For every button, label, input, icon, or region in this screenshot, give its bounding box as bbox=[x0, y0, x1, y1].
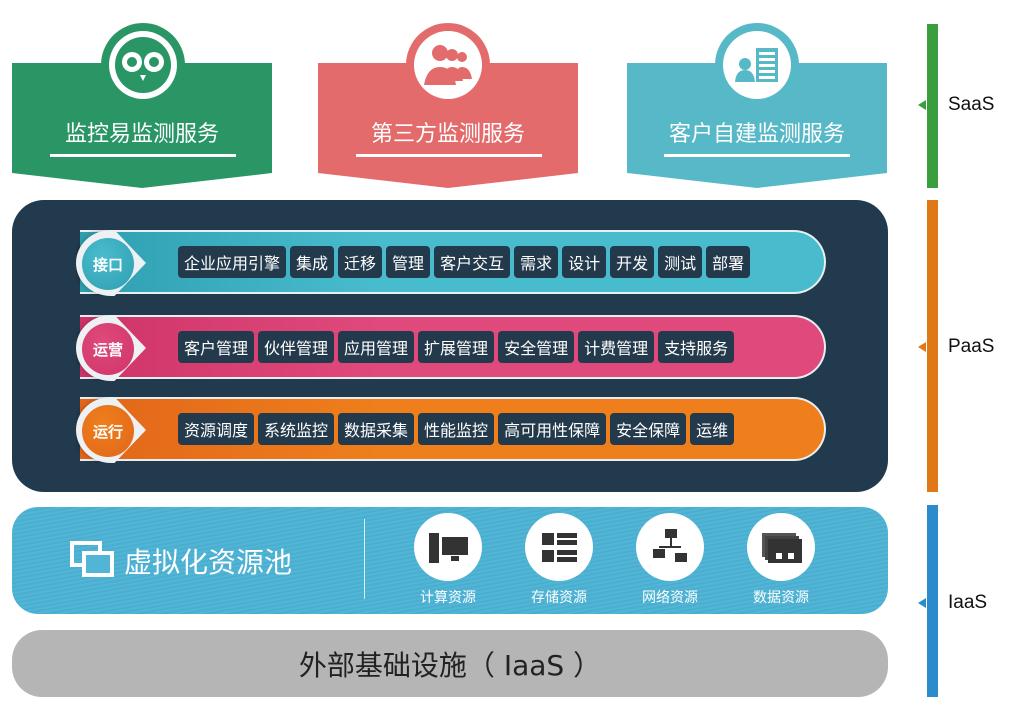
resource-label: 数据资源 bbox=[753, 590, 809, 606]
feature-tag[interactable]: 迁移 bbox=[338, 246, 383, 278]
network-icon bbox=[636, 513, 704, 581]
resource-item[interactable]: 数据资源 bbox=[731, 513, 831, 607]
pointer-icon bbox=[918, 598, 926, 608]
iaas-layer-bar bbox=[927, 505, 938, 697]
feature-tag[interactable]: 支持服务 bbox=[658, 331, 735, 363]
feature-tag[interactable]: 资源调度 bbox=[178, 413, 255, 445]
pointer-icon bbox=[918, 100, 926, 110]
data-icon bbox=[747, 513, 815, 581]
feature-tag[interactable]: 性能监控 bbox=[418, 413, 495, 445]
resource-label: 网络资源 bbox=[642, 590, 698, 606]
banner-title: 客户自建监测服务 bbox=[668, 122, 845, 147]
banner-title: 监控易监测服务 bbox=[64, 122, 219, 147]
resource-item[interactable]: 计算资源 bbox=[398, 513, 498, 607]
external-infrastructure: 外部基础设施（ IaaS ） bbox=[12, 630, 888, 697]
tag-list: 客户管理伙伴管理应用管理扩展管理安全管理计费管理支持服务 bbox=[178, 331, 735, 363]
feature-tag[interactable]: 计费管理 bbox=[578, 331, 655, 363]
paas-panel: 接口 企业应用引擎集成迁移管理客户交互需求设计开发测试部署运营 客户管理伙伴管理应用… bbox=[12, 200, 888, 492]
divider bbox=[364, 519, 365, 599]
feature-tag[interactable]: 部署 bbox=[706, 246, 751, 278]
feature-tag[interactable]: 安全管理 bbox=[498, 331, 575, 363]
feature-tag[interactable]: 设计 bbox=[562, 246, 607, 278]
resource-pool-title: 虚拟化资源池 bbox=[124, 546, 293, 579]
virtual-windows-icon bbox=[70, 541, 114, 577]
feature-tag[interactable]: 集成 bbox=[290, 246, 335, 278]
feature-tag[interactable]: 安全保障 bbox=[610, 413, 687, 445]
feature-tag[interactable]: 企业应用引擎 bbox=[178, 246, 287, 278]
feature-tag[interactable]: 伙伴管理 bbox=[258, 331, 335, 363]
row-label: 运营 bbox=[82, 323, 134, 375]
resource-item[interactable]: 存储资源 bbox=[509, 513, 609, 607]
resource-item[interactable]: 网络资源 bbox=[620, 513, 720, 607]
saas-layer-label: SaaS bbox=[948, 94, 995, 115]
paas-row: 接口 企业应用引擎集成迁移管理客户交互需求设计开发测试部署 bbox=[76, 230, 826, 296]
saas-layer-bar bbox=[927, 24, 938, 188]
computer-icon bbox=[414, 513, 482, 581]
divider bbox=[356, 154, 542, 157]
storage-icon bbox=[525, 513, 593, 581]
feature-tag[interactable]: 需求 bbox=[514, 246, 559, 278]
banner-title: 第三方监测服务 bbox=[370, 122, 525, 147]
iaas-layer-label: IaaS bbox=[948, 592, 988, 613]
resource-label: 计算资源 bbox=[420, 590, 476, 606]
paas-layer-label: PaaS bbox=[948, 336, 995, 357]
paas-row: 运营 客户管理伙伴管理应用管理扩展管理安全管理计费管理支持服务 bbox=[76, 315, 826, 381]
feature-tag[interactable]: 客户管理 bbox=[178, 331, 255, 363]
divider bbox=[664, 154, 850, 157]
feature-tag[interactable]: 应用管理 bbox=[338, 331, 415, 363]
feature-tag[interactable]: 管理 bbox=[386, 246, 431, 278]
user-list-icon bbox=[715, 23, 799, 107]
divider bbox=[50, 154, 236, 157]
iaas-panel: 虚拟化资源池 计算资源 存储资源 网络资源 数据资源 bbox=[12, 507, 888, 614]
paas-row: 运行 资源调度系统监控数据采集性能监控高可用性保障安全保障运维 bbox=[76, 397, 826, 463]
feature-tag[interactable]: 系统监控 bbox=[258, 413, 335, 445]
feature-tag[interactable]: 扩展管理 bbox=[418, 331, 495, 363]
users-icon bbox=[406, 23, 490, 107]
pointer-icon bbox=[918, 342, 926, 352]
paas-layer-bar bbox=[927, 200, 938, 492]
feature-tag[interactable]: 客户交互 bbox=[434, 246, 511, 278]
row-label: 运行 bbox=[82, 405, 134, 457]
feature-tag[interactable]: 运维 bbox=[690, 413, 735, 445]
feature-tag[interactable]: 高可用性保障 bbox=[498, 413, 607, 445]
owl-icon bbox=[101, 23, 185, 107]
row-label: 接口 bbox=[82, 238, 134, 290]
feature-tag[interactable]: 开发 bbox=[610, 246, 655, 278]
tag-list: 资源调度系统监控数据采集性能监控高可用性保障安全保障运维 bbox=[178, 413, 735, 445]
feature-tag[interactable]: 测试 bbox=[658, 246, 703, 278]
feature-tag[interactable]: 数据采集 bbox=[338, 413, 415, 445]
tag-list: 企业应用引擎集成迁移管理客户交互需求设计开发测试部署 bbox=[178, 246, 751, 278]
resource-label: 存储资源 bbox=[531, 590, 587, 606]
